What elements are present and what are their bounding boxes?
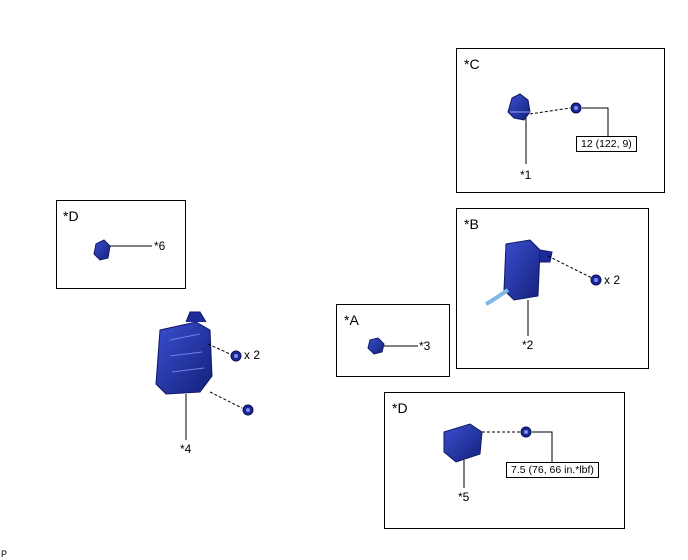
- quantity-bolt-b: x 2: [604, 273, 621, 287]
- bolt-icon-4a: [230, 350, 242, 362]
- view-d-top-label: *D: [63, 208, 79, 224]
- view-c-label: *C: [464, 56, 480, 72]
- part-3-clip-icon: [367, 337, 385, 355]
- part-5-sensor-icon: [443, 423, 483, 463]
- callout-4: *4: [180, 442, 192, 456]
- quantity-bolt-4: x 2: [244, 348, 261, 362]
- part-4-relay-block-icon: [155, 311, 213, 395]
- callout-1: *1: [520, 168, 532, 182]
- callout-3: *3: [419, 339, 431, 353]
- view-b-frame: [456, 208, 649, 369]
- bolt-icon-4b: [242, 404, 254, 416]
- callout-6: *6: [154, 239, 166, 253]
- part-6-connector-icon: [93, 239, 111, 261]
- part-1-bracket-icon: [507, 93, 531, 121]
- view-d-bottom-label: *D: [392, 400, 408, 416]
- nut-icon-d: [520, 426, 532, 438]
- corner-mark: P: [1, 549, 8, 559]
- bolt-icon-b: [590, 274, 602, 286]
- view-d-top-frame: [56, 200, 186, 289]
- callout-5: *5: [458, 490, 470, 504]
- nut-icon-c: [570, 102, 582, 114]
- torque-spec-d: 7.5 (76, 66 in.*lbf): [506, 462, 599, 478]
- torque-spec-c: 12 (122, 9): [576, 136, 637, 152]
- view-b-label: *B: [464, 216, 479, 232]
- part-2-ecu-icon: [485, 239, 553, 306]
- view-a-frame: [336, 304, 450, 377]
- callout-2: *2: [522, 338, 534, 352]
- view-a-label: *A: [344, 312, 359, 328]
- view-c-frame: [456, 48, 665, 193]
- view-d-bottom-frame: [384, 392, 625, 529]
